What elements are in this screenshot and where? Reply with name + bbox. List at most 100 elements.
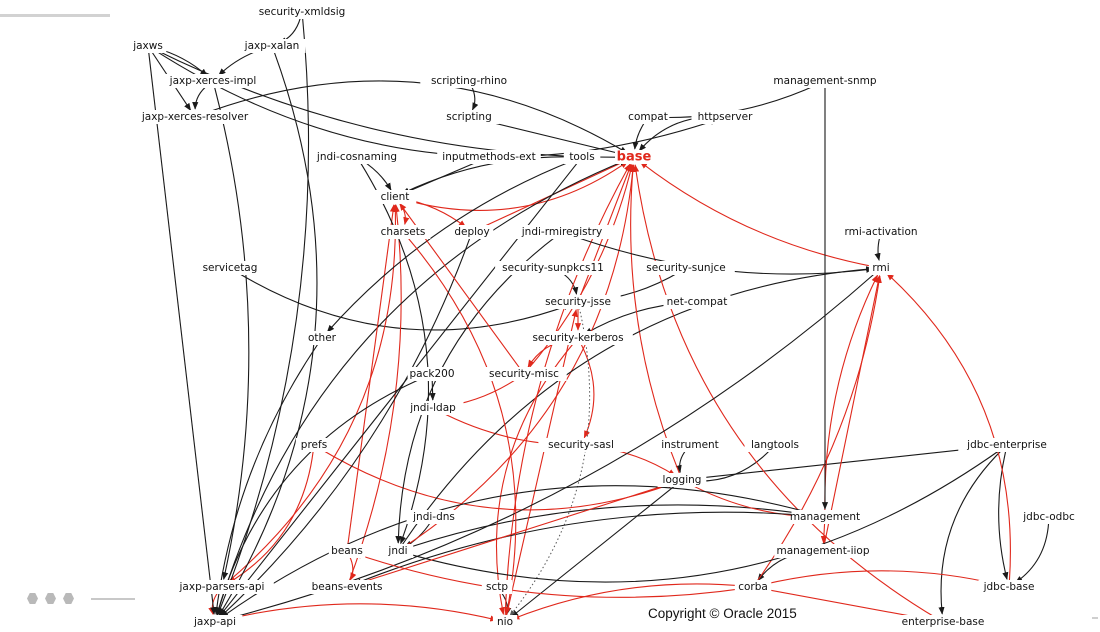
node-security-sunpkcs11: security-sunpkcs11 bbox=[502, 262, 604, 274]
edge-logging-to-beans-events bbox=[353, 481, 677, 586]
node-bg-compat bbox=[626, 110, 670, 124]
edge-compat-to-base bbox=[632, 121, 646, 150]
edge-jaxp-xerces-resolver-to-base bbox=[200, 80, 628, 154]
edge-management-to-rmi bbox=[824, 274, 878, 512]
edge-management-to-jndi bbox=[404, 504, 820, 550]
node-jaxp-xerces-resolver: jaxp-xerces-resolver bbox=[141, 111, 249, 123]
copyright-notice: Copyright © Oracle 2015 bbox=[648, 606, 797, 621]
edge-management-to-management-iiop bbox=[820, 522, 827, 544]
node-rmi: rmi bbox=[872, 262, 889, 274]
node-bg-logging bbox=[657, 473, 707, 487]
node-jdbc-odbc: jdbc-odbc bbox=[1022, 511, 1075, 523]
edge-jdbc-enterprise-to-logging bbox=[689, 445, 1002, 482]
edge-corba-to-beans bbox=[353, 552, 748, 598]
edge-client-to-charsets bbox=[398, 201, 410, 225]
node-bg-scripting bbox=[438, 110, 500, 124]
node-bg-rmi-activation bbox=[835, 225, 927, 239]
node-bg-jndi-rmiregistry bbox=[510, 225, 614, 239]
decorative-dots bbox=[27, 590, 135, 606]
edge-instrument-to-logging bbox=[675, 449, 687, 473]
node-security-xmldsig: security-xmldsig bbox=[259, 6, 346, 18]
node-jaxp-api: jaxp-api bbox=[193, 616, 236, 628]
edge-logging-to-nio bbox=[510, 483, 678, 618]
node-charsets: charsets bbox=[381, 226, 426, 238]
node-compat: compat bbox=[628, 111, 668, 123]
node-bg-security-sasl bbox=[538, 438, 624, 452]
node-prefs: prefs bbox=[301, 439, 327, 451]
node-jdbc-enterprise: jdbc-enterprise bbox=[966, 439, 1047, 451]
node-bg-rmi bbox=[868, 261, 894, 275]
node-jaxp-xalan: jaxp-xalan bbox=[244, 40, 300, 52]
corner-mark bbox=[1092, 617, 1098, 619]
edge-jaxp-xerces-impl-to-jaxp-xerces-resolver bbox=[192, 84, 209, 110]
edge-jdbc-enterprise-to-jndi bbox=[404, 448, 1003, 583]
node-security-sasl: security-sasl bbox=[548, 439, 614, 451]
node-bg-jdbc-base bbox=[978, 580, 1040, 594]
node-bg-jndi-ldap bbox=[402, 401, 464, 415]
node-security-sunjce: security-sunjce bbox=[646, 262, 725, 274]
node-bg-jndi-dns bbox=[406, 510, 462, 524]
edge-beans-to-beans-events bbox=[349, 556, 357, 581]
edge-prefs-to-jaxp-parsers-api bbox=[228, 450, 314, 584]
edge-rmi-activation-to-rmi bbox=[874, 237, 881, 261]
node-bg-tools bbox=[563, 150, 601, 164]
edge-jaxp-xerces-impl-to-jaxp-parsers-api bbox=[213, 86, 250, 580]
node-bg-jaxp-xerces-resolver bbox=[131, 110, 259, 124]
node-bg-sctp bbox=[481, 580, 513, 594]
node-base: base bbox=[617, 150, 652, 165]
edge-nio-to-base bbox=[504, 163, 631, 617]
node-instrument: instrument bbox=[661, 439, 719, 451]
edge-jndi-to-rmi bbox=[400, 266, 874, 547]
node-bg-security-sunpkcs11 bbox=[495, 261, 611, 275]
node-bg-beans bbox=[328, 544, 366, 558]
node-bg-servicetag bbox=[196, 261, 264, 275]
edge-corba-to-jdbc-base bbox=[758, 570, 1002, 587]
node-bg-nio bbox=[492, 615, 518, 629]
node-scripting-rhino: scripting-rhino bbox=[431, 75, 507, 87]
node-jndi: jndi bbox=[387, 545, 407, 557]
edge-pack200-to-jndi-ldap bbox=[429, 379, 436, 401]
node-enterprise-base: enterprise-base bbox=[902, 616, 985, 628]
edge-corba-to-nio bbox=[511, 583, 748, 620]
node-security-kerberos: security-kerberos bbox=[532, 332, 623, 344]
node-nio: nio bbox=[497, 616, 513, 628]
node-logging: logging bbox=[663, 474, 702, 486]
node-inputmethods-ext: inputmethods-ext bbox=[442, 151, 535, 163]
edge-jaxws-to-jaxp-api bbox=[148, 51, 217, 615]
node-bg-beans-events bbox=[307, 580, 387, 594]
edge-scripting-rhino-to-scripting bbox=[471, 86, 479, 111]
node-bg-management-snmp bbox=[776, 74, 874, 88]
edge-jdbc-odbc-to-jdbc-base bbox=[1014, 522, 1050, 583]
node-bg-net-compat bbox=[663, 295, 731, 309]
node-bg-security-misc bbox=[481, 367, 567, 381]
edge-beans-to-client bbox=[347, 204, 397, 546]
node-jaxp-parsers-api: jaxp-parsers-api bbox=[179, 581, 265, 593]
node-jndi-rmiregistry: jndi-rmiregistry bbox=[521, 226, 602, 238]
node-beans: beans bbox=[331, 545, 363, 557]
node-bg-charsets bbox=[375, 225, 431, 239]
edge-jaxp-api-to-base bbox=[216, 159, 628, 617]
node-bg-security-jsse bbox=[535, 295, 621, 309]
edge-management-to-jaxp-api bbox=[220, 485, 820, 618]
node-bg-jdbc-enterprise bbox=[958, 438, 1056, 452]
node-rmi-activation: rmi-activation bbox=[844, 226, 917, 238]
node-bg-langtools bbox=[744, 438, 806, 452]
node-deploy: deploy bbox=[454, 226, 489, 238]
node-jaxp-xerces-impl: jaxp-xerces-impl bbox=[169, 75, 257, 87]
node-bg-prefs bbox=[295, 438, 333, 452]
node-bg-security-xmldsig bbox=[250, 5, 354, 19]
edge-tools-to-other bbox=[326, 158, 577, 333]
node-bg-jaxp-api bbox=[187, 615, 243, 629]
node-security-misc: security-misc bbox=[489, 368, 559, 380]
edge-jndi-cosnaming-to-jndi bbox=[359, 161, 430, 545]
node-security-jsse: security-jsse bbox=[545, 296, 611, 308]
edge-security-kerberos-to-nio bbox=[495, 342, 575, 615]
node-langtools: langtools bbox=[751, 439, 799, 451]
node-bg-jaxp-parsers-api bbox=[170, 580, 274, 594]
node-bg-jndi-cosnaming bbox=[311, 150, 403, 164]
node-bg-jaxp-xalan bbox=[238, 39, 306, 53]
edge-client-to-base bbox=[400, 161, 629, 211]
node-pack200: pack200 bbox=[410, 368, 455, 380]
node-bg-pack200 bbox=[407, 367, 457, 381]
